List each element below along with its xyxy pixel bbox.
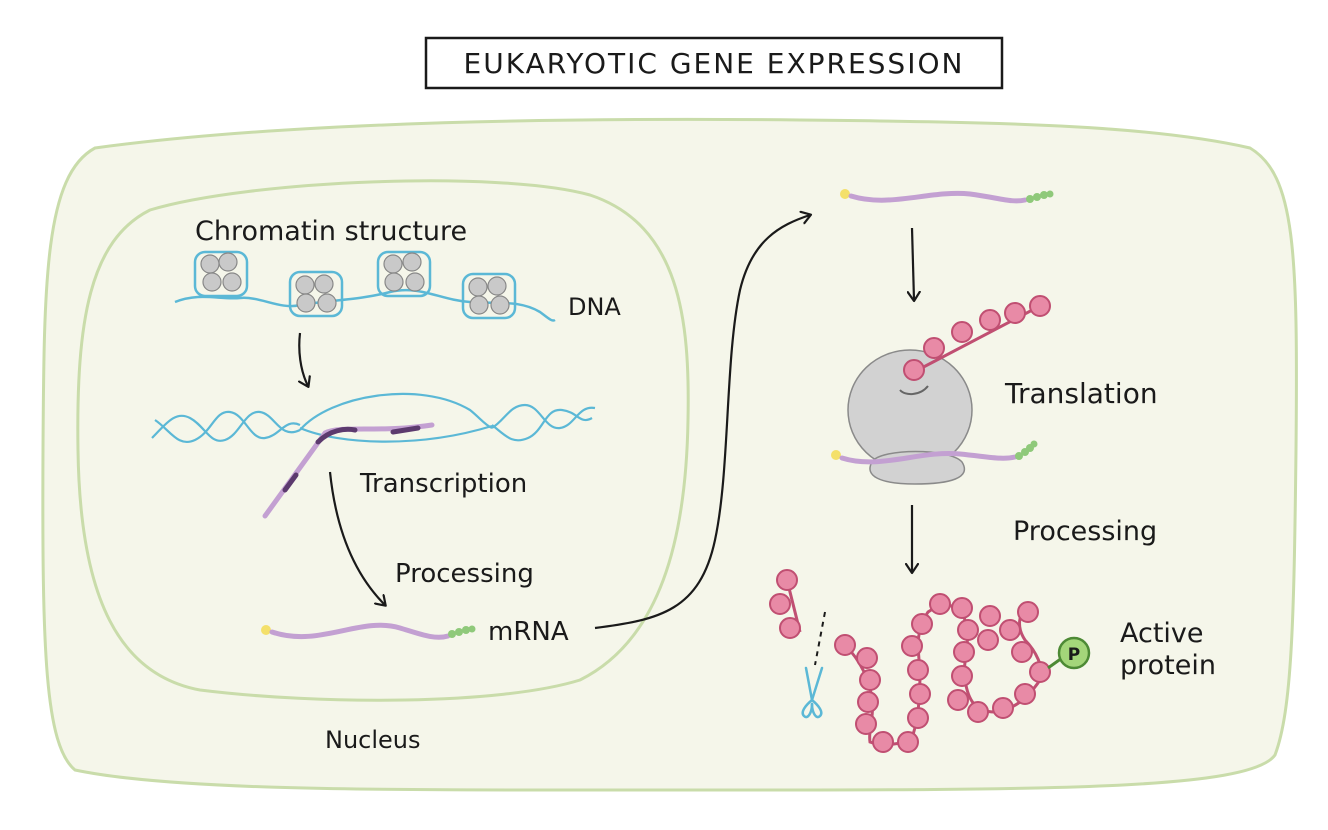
nascent-rna	[262, 422, 435, 519]
title-box: EUKARYOTIC GENE EXPRESSION	[424, 36, 1004, 90]
nucleosome-4	[461, 272, 517, 320]
transcription-label: Transcription	[359, 469, 527, 499]
arrow-export-to-cytoplasm	[594, 215, 810, 630]
dna-strand	[174, 288, 556, 322]
arrow-transcription-to-mrna	[328, 471, 385, 605]
translation-label: Translation	[1004, 377, 1158, 410]
phosphate-icon	[1057, 636, 1091, 670]
chromatin-dna	[174, 250, 556, 322]
cleavage-line	[814, 611, 826, 666]
mrna-cytoplasm	[840, 189, 1054, 204]
mrna-label: mRNA	[488, 617, 569, 647]
processing-nucleus-label: Processing	[395, 559, 534, 589]
title-frame	[424, 36, 1004, 90]
active-label-line2: protein	[1120, 650, 1216, 681]
transcription-bubble	[151, 392, 596, 443]
cleaved-fragment	[769, 569, 802, 639]
mrna-5-cap	[261, 625, 271, 635]
mrna-nucleus	[261, 622, 476, 640]
phosphate-label: P	[1068, 645, 1080, 665]
nucleus-label: Nucleus	[325, 726, 421, 754]
dna-label: DNA	[568, 293, 621, 321]
arrow-chromatin-to-transcription	[299, 332, 308, 386]
nucleosome-3	[376, 250, 432, 298]
mrna-on-ribosome	[831, 440, 1038, 465]
scissors-icon	[801, 666, 824, 719]
nucleosome-1	[193, 250, 249, 298]
nucleosome-2	[288, 270, 344, 318]
arrow-mrna-to-translation	[912, 227, 914, 300]
active-label-line1: Active	[1120, 618, 1204, 649]
processing-cytoplasm-label: Processing	[1013, 516, 1157, 547]
active-protein-chain	[834, 593, 1051, 753]
mrna-polya-tail	[448, 625, 476, 638]
nascent-polypeptide	[903, 295, 1051, 381]
chromatin-structure-label: Chromatin structure	[195, 216, 467, 247]
diagram-title: EUKARYOTIC GENE EXPRESSION	[464, 47, 965, 80]
phosphate-group: P	[1047, 636, 1091, 670]
